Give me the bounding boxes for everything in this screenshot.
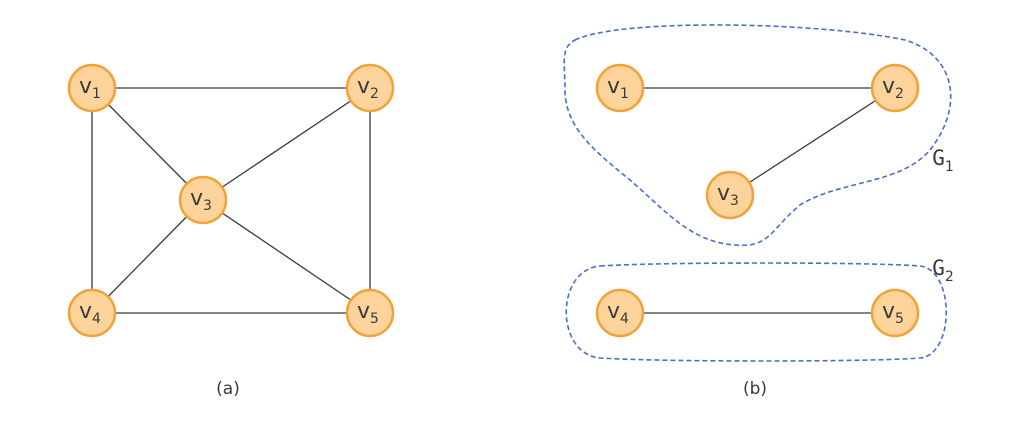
node-v4-label: v4	[607, 299, 629, 327]
panel-a-caption: (a)	[216, 379, 240, 399]
node-v2-circle	[345, 63, 395, 113]
node-v3-circle	[705, 170, 755, 220]
node-v5: v5	[870, 288, 920, 338]
node-v3-label: v3	[717, 181, 739, 209]
panel-b-caption: (b)	[743, 379, 767, 399]
edge-v3-v5	[202, 199, 371, 314]
subgraph-g1-outline	[563, 24, 952, 247]
node-v3: v3	[178, 175, 228, 225]
panel-b-nodes: v1 v2 v3 v4 v5	[595, 63, 920, 338]
subgraph-g1-label: G1	[932, 146, 954, 175]
node-v4-circle	[595, 288, 645, 338]
node-v2-circle	[870, 63, 920, 113]
edge-v1-v3	[91, 87, 204, 201]
node-v1: v1	[67, 63, 117, 113]
node-v1-circle	[67, 63, 117, 113]
edge-v2-v3	[729, 87, 896, 196]
node-v3-label: v3	[190, 186, 212, 214]
edge-v3-v4	[91, 199, 204, 314]
node-v5-label: v5	[357, 299, 379, 327]
node-v3-circle	[178, 175, 228, 225]
node-v1-label: v1	[79, 74, 101, 102]
node-v3: v3	[705, 170, 755, 220]
node-v5-label: v5	[882, 299, 904, 327]
subgraph-g2-outline	[565, 262, 947, 362]
node-v2-label: v2	[357, 74, 379, 102]
node-v2: v2	[345, 63, 395, 113]
node-v1: v1	[595, 63, 645, 113]
node-v2: v2	[870, 63, 920, 113]
node-v5-circle	[870, 288, 920, 338]
panel-a-edges	[91, 87, 371, 314]
panel-b-edges	[620, 87, 896, 314]
panel-a-nodes: v1 v2 v3 v4 v5	[67, 63, 395, 338]
node-v4-circle	[67, 288, 117, 338]
node-v2-label: v2	[882, 74, 904, 102]
node-v1-label: v1	[607, 74, 629, 102]
node-v5: v5	[345, 288, 395, 338]
node-v4-label: v4	[79, 299, 101, 327]
edge-v2-v3	[202, 87, 371, 201]
subgraph-g2-label: G2	[932, 256, 954, 285]
node-v1-circle	[595, 63, 645, 113]
node-v4: v4	[67, 288, 117, 338]
node-v4: v4	[595, 288, 645, 338]
node-v5-circle	[345, 288, 395, 338]
panel-a-graph: v1 v2 v3 v4 v5 (a)	[67, 63, 395, 399]
